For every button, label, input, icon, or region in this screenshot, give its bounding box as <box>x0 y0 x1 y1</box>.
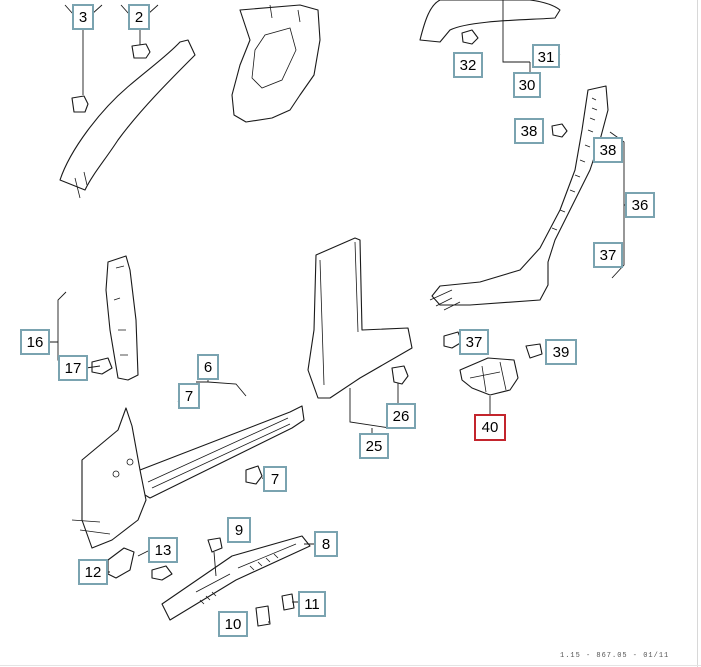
callout-7-lower[interactable]: 7 <box>263 466 287 492</box>
b-pillar-lower-part <box>48 255 139 381</box>
callout-6[interactable]: 6 <box>197 354 219 380</box>
frame-border-bottom <box>0 665 701 666</box>
callout-8[interactable]: 8 <box>314 531 338 557</box>
frame-border-right <box>697 0 698 667</box>
callout-10[interactable]: 10 <box>218 611 248 637</box>
callout-36[interactable]: 36 <box>625 192 655 218</box>
callout-32[interactable]: 32 <box>453 52 483 78</box>
callout-12[interactable]: 12 <box>78 559 108 585</box>
callout-31[interactable]: 31 <box>532 44 560 68</box>
callout-17[interactable]: 17 <box>58 355 88 381</box>
callout-9[interactable]: 9 <box>227 517 251 543</box>
drawing-reference-code: 1.15 - 867.05 - 01/11 <box>560 652 670 660</box>
clip-rail-part <box>161 535 314 627</box>
callout-16[interactable]: 16 <box>20 329 50 355</box>
leader-lines-3-2 <box>64 4 159 95</box>
callout-38-upper[interactable]: 38 <box>514 118 544 144</box>
callout-38-lower[interactable]: 38 <box>593 137 623 163</box>
callout-30[interactable]: 30 <box>513 72 541 98</box>
callout-3[interactable]: 3 <box>72 4 94 30</box>
upper-pillar-trim-part <box>231 4 321 123</box>
callout-40[interactable]: 40 <box>474 414 506 441</box>
kick-panel-part <box>71 407 173 581</box>
callout-39[interactable]: 39 <box>545 339 577 365</box>
bracket-40-part <box>443 331 543 418</box>
callout-37-right[interactable]: 37 <box>593 242 623 268</box>
callout-25[interactable]: 25 <box>359 433 389 459</box>
callout-2[interactable]: 2 <box>128 4 150 30</box>
callout-11[interactable]: 11 <box>298 591 326 617</box>
a-pillar-trim-part <box>59 39 196 199</box>
callout-13[interactable]: 13 <box>148 537 178 563</box>
callout-37-mid[interactable]: 37 <box>459 329 489 355</box>
callout-7-upper[interactable]: 7 <box>178 383 200 409</box>
callout-26[interactable]: 26 <box>386 403 416 429</box>
